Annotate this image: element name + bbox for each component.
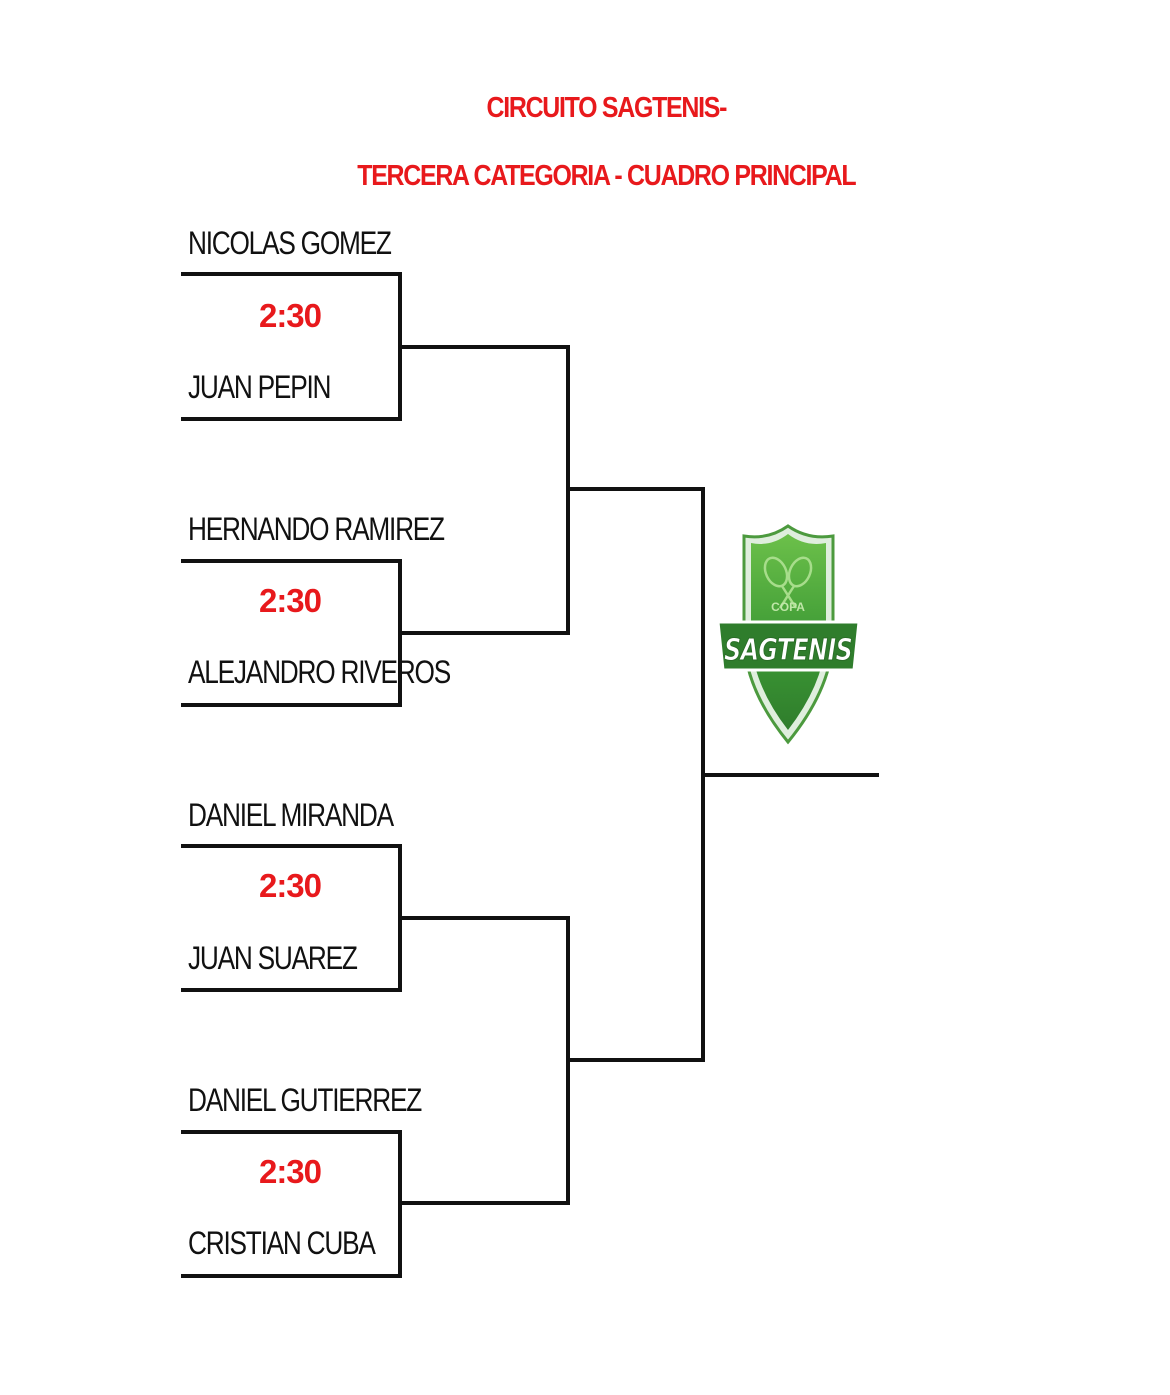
- match-1-player-bottom: JUAN PEPIN: [188, 369, 331, 405]
- match-2-time: 2:30: [258, 582, 322, 619]
- crossed-tennis-rackets-icon: [763, 556, 813, 609]
- match-1-player-top: NICOLAS GOMEZ: [188, 225, 392, 261]
- match-2-player-top: HERNANDO RAMIREZ: [188, 511, 445, 547]
- copa-sagtenis-logo: COPA SAGTENIS: [716, 524, 861, 745]
- logo-top-text: COPA: [771, 600, 805, 614]
- match-2-player-bottom: ALEJANDRO RIVEROS: [188, 654, 451, 690]
- match-3-player-top: DANIEL MIRANDA: [188, 797, 394, 833]
- title-line-1: CIRCUITO SAGTENIS-: [486, 92, 728, 124]
- logo-main-text: SAGTENIS: [724, 633, 852, 668]
- match-4-time: 2:30: [258, 1153, 322, 1190]
- logo-banner: SAGTENIS: [716, 620, 861, 672]
- match-3-time: 2:30: [258, 867, 322, 904]
- match-3-player-bottom: JUAN SUAREZ: [188, 940, 358, 976]
- title-line-2: TERCERA CATEGORIA - CUADRO PRINCIPAL: [357, 160, 856, 192]
- match-4-player-bottom: CRISTIAN CUBA: [188, 1225, 376, 1261]
- match-1-time: 2:30: [258, 297, 322, 334]
- match-4-player-top: DANIEL GUTIERREZ: [188, 1082, 422, 1118]
